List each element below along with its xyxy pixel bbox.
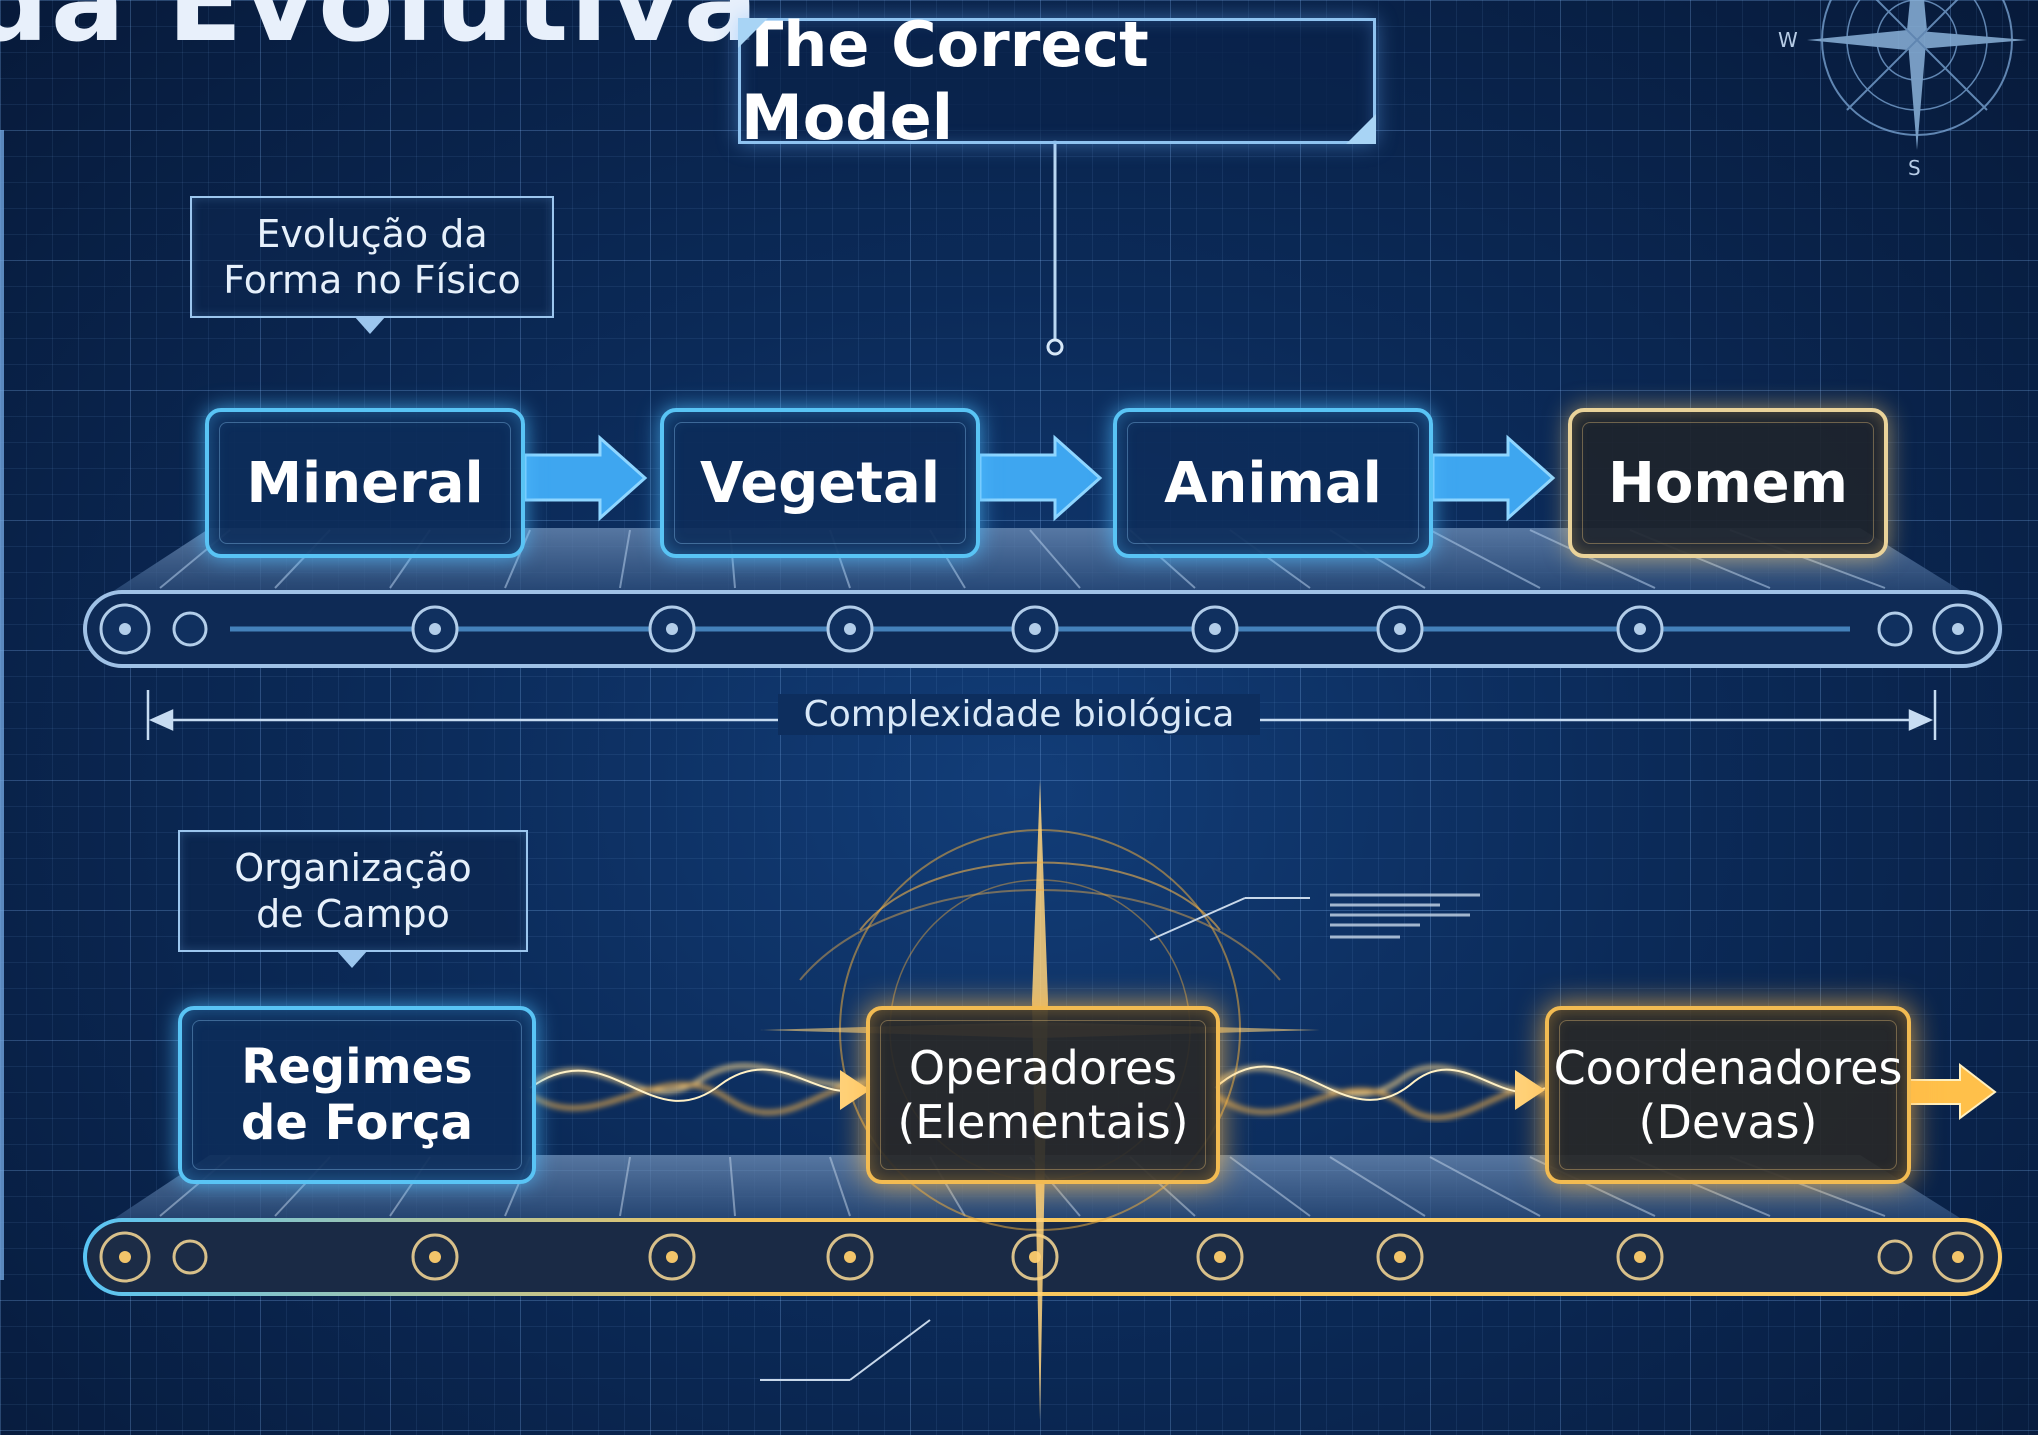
page-title-fragment: da Evolutiva [0,0,760,66]
node-operadores: Operadores (Elementais) [866,1006,1220,1184]
compass-south-label: S [1908,156,1921,180]
node-label: Animal [1164,450,1382,516]
main-title: The Correct Model [741,8,1149,154]
main-title-box: The Correct Model [738,8,1376,154]
compass-west-label: W [1778,28,1798,52]
node-label-line1: Coordenadores [1553,1041,1903,1095]
node-label-line1: Operadores [908,1041,1178,1095]
node-label-line1: Regimes [241,1039,473,1095]
callout-pointer [354,316,386,334]
node-animal: Animal [1113,408,1433,558]
callout-line: Evolução da [256,212,488,256]
compass-icon [1807,0,2027,150]
node-label-line2: de Força [241,1095,473,1151]
node-label-line2: (Elementais) [897,1095,1189,1149]
node-homem: Homem [1568,408,1888,558]
axis-label-complexidade: Complexidade biológica [0,694,2038,735]
row1-arrows [523,434,1556,522]
node-vegetal: Vegetal [660,408,980,558]
conveyor-belt-1 [83,528,2002,668]
node-coordenadores: Coordenadores (Devas) [1545,1006,1911,1184]
node-label: Mineral [246,450,484,516]
axis-label-text: Complexidade biológica [777,694,1261,735]
node-regimes-de-forca: Regimes de Força [178,1006,536,1184]
callout-line: Organização [234,846,472,890]
callout-line: de Campo [256,892,450,936]
title-connector-dot [1046,338,1064,356]
node-mineral: Mineral [205,408,525,558]
callout-pointer [336,950,368,968]
left-rule [0,130,4,1280]
node-label: Homem [1607,450,1849,516]
callout-organizacao-campo: Organização de Campo [178,830,528,952]
node-label: Vegetal [699,450,941,516]
node-label-line2: (Devas) [1638,1095,1818,1149]
callout-evolucao-forma: Evolução da Forma no Físico [190,196,554,318]
callout-line: Forma no Físico [223,258,521,302]
